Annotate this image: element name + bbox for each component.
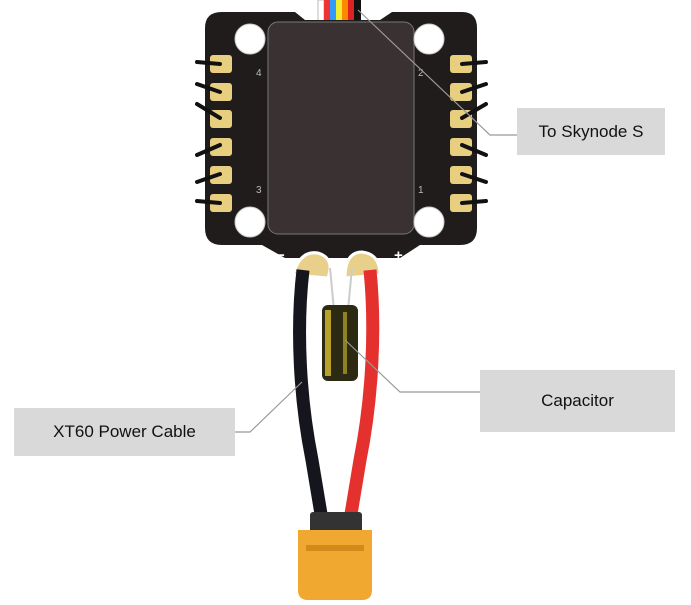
power-cable-label: XT60 Power Cable — [14, 408, 235, 456]
plus-marking: + — [394, 247, 403, 264]
power-cable-leader-line — [235, 381, 303, 433]
svg-text:1: 1 — [418, 185, 424, 196]
board-markings: 4 2 3 1 — [256, 68, 424, 196]
esc-chip-cover — [267, 21, 415, 235]
capacitor-leader-line — [344, 339, 480, 393]
svg-text:2: 2 — [418, 68, 424, 79]
capacitor-label: Capacitor — [480, 370, 675, 432]
motor-pads — [195, 55, 488, 212]
signal-cable — [317, 0, 361, 23]
capacitor — [322, 267, 358, 381]
red-power-wire — [343, 269, 380, 522]
svg-text:3: 3 — [256, 185, 262, 196]
skynode-leader-line — [357, 9, 517, 136]
svg-text:4: 4 — [256, 68, 262, 79]
xt60-connector — [298, 512, 372, 600]
minus-marking: − — [276, 247, 285, 264]
black-power-wire — [293, 269, 329, 522]
mounting-holes — [234, 23, 445, 238]
skynode-label: To Skynode S — [517, 108, 665, 155]
